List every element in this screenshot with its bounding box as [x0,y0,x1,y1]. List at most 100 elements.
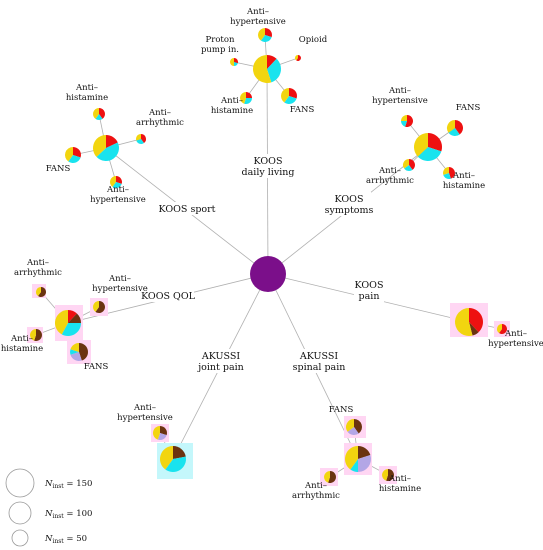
pie-qol-antihypertensive [93,301,105,313]
branch-label-koos-symptoms: KOOS symptoms [325,192,373,216]
pie-qol-antihypertensive-slice-1 [93,301,99,312]
pie-sport-antihypertensive-slice-1 [112,182,122,188]
pie-sport-main [93,135,119,161]
branch-label-line1: KOOS sport [159,204,216,215]
pie-spinal-fans-slice-0 [354,419,362,434]
pie-joint-antihypertensive-slice-2 [153,426,160,440]
pie-daily-antihypertensive [258,27,273,43]
pie-sport-antihistamine-slice-2 [93,108,99,119]
pie-symptoms-antiarrhythmic-slice-2 [402,159,409,169]
pie-qol-antihypertensive-slice-0 [95,301,105,313]
pie-joint-antihypertensive-slice-1 [157,433,167,441]
pie-symptoms-antihypertensive-slice-1 [401,121,407,127]
pie-sport-fans-slice-2 [64,147,73,162]
pie-spinal-fans-slice-2 [346,419,354,432]
legend-label-50: Ninst = 50 [44,534,87,545]
svg-text:hypertensive: hypertensive [117,413,173,423]
pie-daily-antihypertensive-slice-2 [258,27,265,41]
svg-text:FANS: FANS [84,362,109,372]
pie-symptoms-antiarrhythmic [402,159,416,172]
pie-symptoms-antihypertensive [401,115,414,128]
pie-daily-proton-pump-slice-0 [234,58,238,64]
pie-sport-antiarrhythmic-slice-1 [136,139,144,144]
pie-qol-antiarrhythmic-slice-0 [38,287,47,297]
pie-sport-antihistamine [93,108,105,120]
legend-label-100: Ninst = 100 [44,509,92,520]
pie-qol-fans-slice-1 [70,352,82,361]
pie-symptoms-main-slice-2 [414,133,428,157]
svg-text:Proton: Proton [206,35,235,45]
drug-label-qol-fans: FANS [84,362,109,372]
pie-spinal-main-slice-1 [358,454,372,472]
pie-joint-main-slice-0 [173,446,186,459]
pie-pain-antihypertensive [497,324,508,334]
central-hub-node [250,256,286,292]
svg-text:hypertensive: hypertensive [92,284,148,294]
pie-qol-fans-slice-2 [69,349,79,355]
pie-qol-antihistamine-slice-0 [34,329,43,341]
drug-label-sport-fans: FANS [46,164,71,174]
svg-text:arrhythmic: arrhythmic [366,176,414,186]
svg-text:FANS: FANS [329,405,354,415]
pie-qol-main [55,310,81,336]
pie-sport-fans-slice-1 [68,155,81,163]
drug-label-spinal-antiarrhythmic: Anti– arrhythmic [292,481,340,501]
pie-daily-antihistamine-slice-2 [240,92,246,104]
pie-symptoms-antiarrhythmic-slice-0 [409,159,416,170]
pie-spinal-antiarrhythmic-slice-0 [328,471,336,483]
drug-label-symptoms-fans: FANS [456,103,481,113]
drug-label-spinal-fans: FANS [329,405,354,415]
pie-qol-main-slice-3 [55,310,68,335]
svg-text:hypertensive: hypertensive [90,195,146,205]
svg-text:Anti–: Anti– [378,166,401,176]
pie-daily-opioid-slice-0 [296,55,302,62]
pie-daily-fans-slice-0 [289,88,297,99]
pie-symptoms-main [414,133,442,161]
branch-label-akussi-joint-pain: AKUSSI joint pain [197,349,245,373]
pie-spinal-main-slice-3 [345,446,358,470]
pie-sport-antiarrhythmic-slice-0 [141,134,146,144]
pie-symptoms-antihypertensive-slice-2 [401,115,407,121]
svg-text:histamine: histamine [1,344,43,354]
drug-label-daily-fans: FANS [290,105,315,115]
pie-sport-antihypertensive [110,176,122,188]
legend-circle-150 [5,468,35,498]
branch-label-koos-qol: KOOS QOL [141,289,196,302]
pie-daily-antihypertensive-slice-0 [265,28,273,38]
drug-label-daily-antihypertensive: Anti– hypertensive [230,7,286,27]
drug-label-joint-antihypertensive: Anti– hypertensive [117,403,173,423]
drug-label-symptoms-antihypertensive: Anti– hypertensive [372,86,428,106]
pie-qol-fans-slice-0 [79,343,89,361]
svg-text:hypertensive: hypertensive [488,339,543,349]
svg-text:hypertensive: hypertensive [372,96,428,106]
pie-sport-main-slice-0 [106,135,118,148]
pie-spinal-main-slice-0 [358,446,371,459]
pie-symptoms-antihistamine-slice-0 [449,167,455,179]
pie-pain-antihypertensive-slice-0 [499,324,508,334]
svg-text:Anti–: Anti– [133,403,156,413]
pie-pain-main-slice-0 [469,308,483,333]
pie-qol-fans-slice-3 [70,343,79,352]
svg-text:FANS: FANS [456,103,481,113]
pie-joint-antihypertensive [153,426,167,441]
branch-label-line1: KOOS [335,194,364,205]
svg-text:FANS: FANS [290,105,315,115]
pie-spinal-main-slice-2 [350,459,358,472]
drug-label-pain-antihypertensive: Anti– hypertensive [488,329,543,349]
svg-text:Anti–: Anti– [452,171,475,181]
size-legend: Ninst = 150 Ninst = 100 Ninst = 50 [5,468,92,547]
drug-label-qol-antiarrhythmic: Anti– arrhythmic [14,258,62,278]
svg-text:Anti–: Anti– [304,481,327,491]
pie-daily-antihistamine-slice-0 [246,92,252,98]
pie-spinal-antihistamine-slice-0 [386,468,395,482]
branch-label-line2: joint pain [197,362,244,373]
drug-label-spinal-antihistamine: Anti– histamine [379,474,421,494]
pie-spinal-antihistamine [382,468,395,482]
pie-symptoms-fans [446,120,463,136]
pie-daily-fans [281,88,297,104]
drug-label-qol-antihypertensive: Anti– hypertensive [92,274,148,294]
pie-spinal-antiarrhythmic-slice-1 [324,471,330,483]
pie-daily-fans-slice-2 [281,88,289,103]
pie-spinal-main [345,446,372,472]
pie-sport-antihypertensive-slice-2 [110,176,116,187]
